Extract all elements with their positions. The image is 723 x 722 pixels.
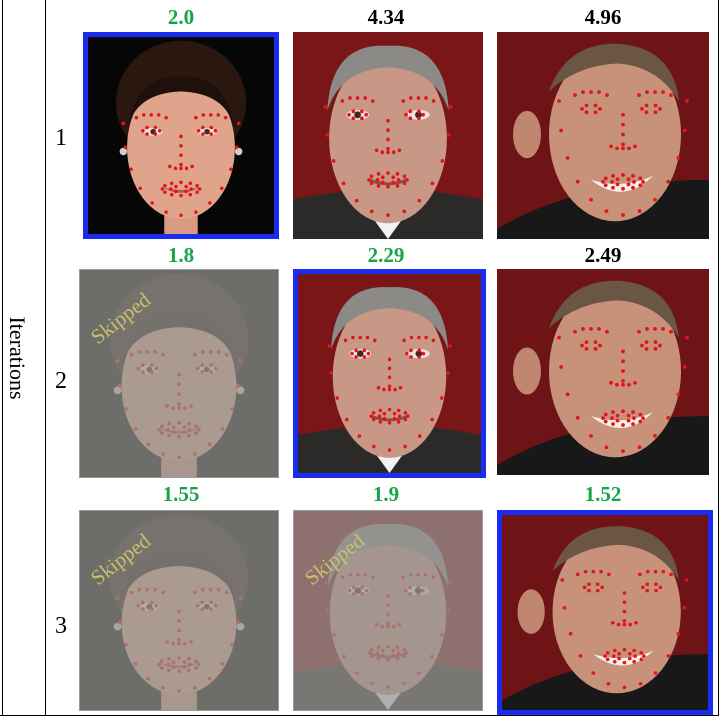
- face-image-r2-c1: Skipped: [79, 269, 279, 478]
- axis-title: Iterations: [5, 316, 30, 400]
- skipped-overlay: [80, 270, 278, 477]
- skipped-overlay: [294, 511, 482, 710]
- table-right-rule: [718, 0, 719, 716]
- face-image-r3-c1: Skipped: [79, 510, 279, 711]
- score-r2-c3: 2.49: [584, 243, 622, 267]
- score-r2-c2: 2.29: [367, 243, 405, 267]
- face-image-r3-c2: Skipped: [293, 510, 483, 711]
- score-r3-c1: 1.55: [162, 482, 200, 506]
- table-left-rule: [2, 0, 3, 716]
- column-divider: [45, 0, 46, 716]
- score-r2-c1: 1.8: [167, 243, 195, 267]
- score-r1-c1: 2.0: [167, 5, 195, 29]
- face-image-r1-c3: [497, 32, 709, 239]
- face-image-r3-c3: [497, 510, 713, 715]
- row-label-2: 2: [55, 368, 67, 394]
- score-r1-c2: 4.34: [367, 5, 405, 29]
- face-image-r2-c3: [497, 269, 709, 475]
- face-image-r1-c1: [83, 32, 279, 239]
- score-r3-c2: 1.9: [372, 482, 400, 506]
- score-r3-c3: 1.52: [584, 482, 622, 506]
- table-bottom-rule: [0, 715, 719, 716]
- row-label-3: 3: [55, 613, 67, 639]
- skipped-overlay: [80, 511, 278, 710]
- edge-tick: [718, 268, 719, 284]
- face-image-r2-c2: [293, 269, 486, 478]
- row-label-1: 1: [55, 125, 67, 151]
- face-image-r1-c2: [293, 32, 483, 239]
- score-r1-c3: 4.96: [584, 5, 622, 29]
